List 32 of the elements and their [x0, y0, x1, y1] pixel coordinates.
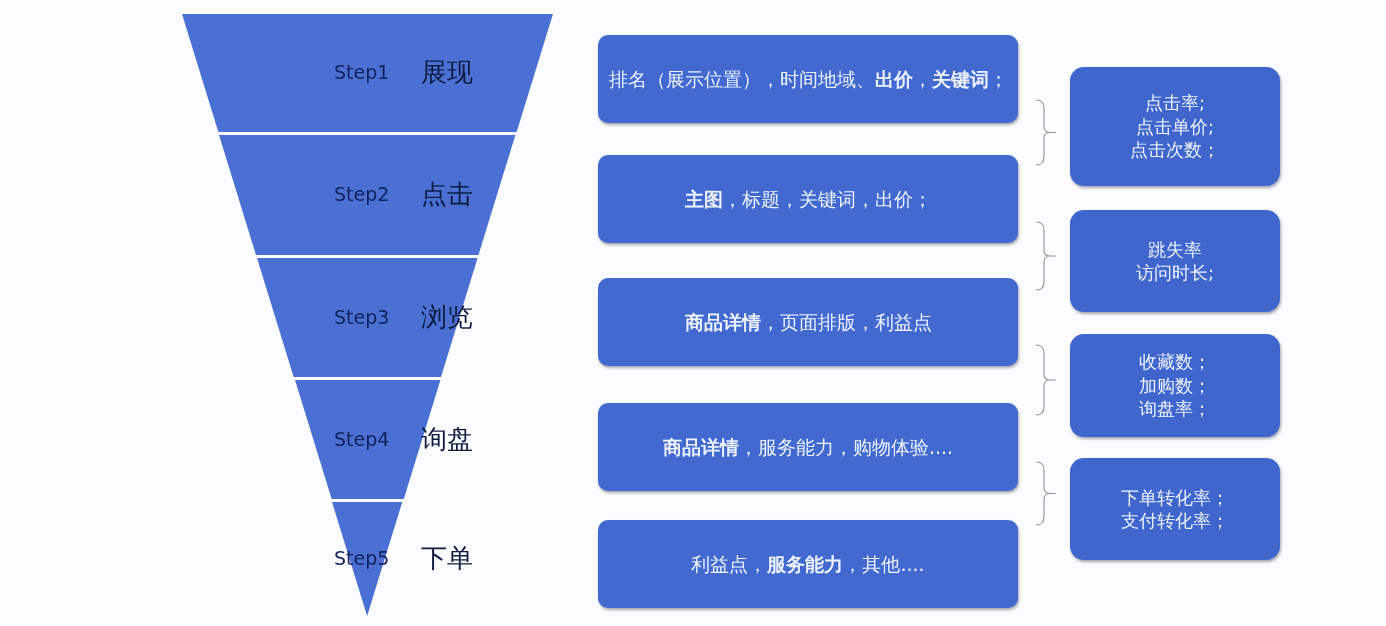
stage-title: 点击 — [421, 178, 473, 211]
metric-text: 下单转化率； — [1121, 485, 1229, 509]
metric-text: 收藏数； — [1139, 350, 1211, 374]
factor-box — [598, 520, 1018, 608]
metric-text: 支付转化率； — [1121, 509, 1229, 533]
factor-box — [598, 403, 1018, 491]
metric-box — [1070, 334, 1280, 437]
factor-box — [598, 35, 1018, 123]
metric-text: 点击单价; — [1135, 114, 1215, 139]
factor-text: 商品详情，页面排版，利益点 — [683, 309, 933, 335]
metric-text: 点击次数； — [1130, 138, 1220, 162]
stage-title: 展现 — [421, 56, 473, 89]
metric-text: 点击率; — [1144, 91, 1206, 115]
metric-box — [1070, 458, 1280, 560]
step-label: Step1 — [334, 61, 390, 83]
metric-box — [1070, 67, 1280, 186]
step-label: Step2 — [334, 183, 390, 205]
stage-title: 询盘 — [421, 422, 473, 456]
factor-text: 利益点，服务能力，其他.... — [690, 551, 926, 577]
metric-text: 加购数； — [1139, 373, 1211, 398]
step-label: Step4 — [334, 427, 390, 450]
metric-text: 访问时长; — [1135, 261, 1215, 285]
factor-box — [598, 278, 1018, 366]
stage-title: 下单 — [421, 542, 473, 575]
factor-text: 主图，标题，关键词，出价； — [683, 186, 933, 212]
factor-box — [598, 155, 1018, 243]
metric-text: 跳失率 — [1148, 237, 1202, 261]
metric-text: 询盘率； — [1139, 397, 1211, 421]
factor-text: 排名（展示位置），时间地域、出价，关键词； — [607, 66, 1009, 92]
step-label: Step3 — [334, 305, 390, 328]
factor-text: 商品详情，服务能力，购物体验.... — [661, 434, 955, 460]
metric-box — [1070, 210, 1280, 312]
